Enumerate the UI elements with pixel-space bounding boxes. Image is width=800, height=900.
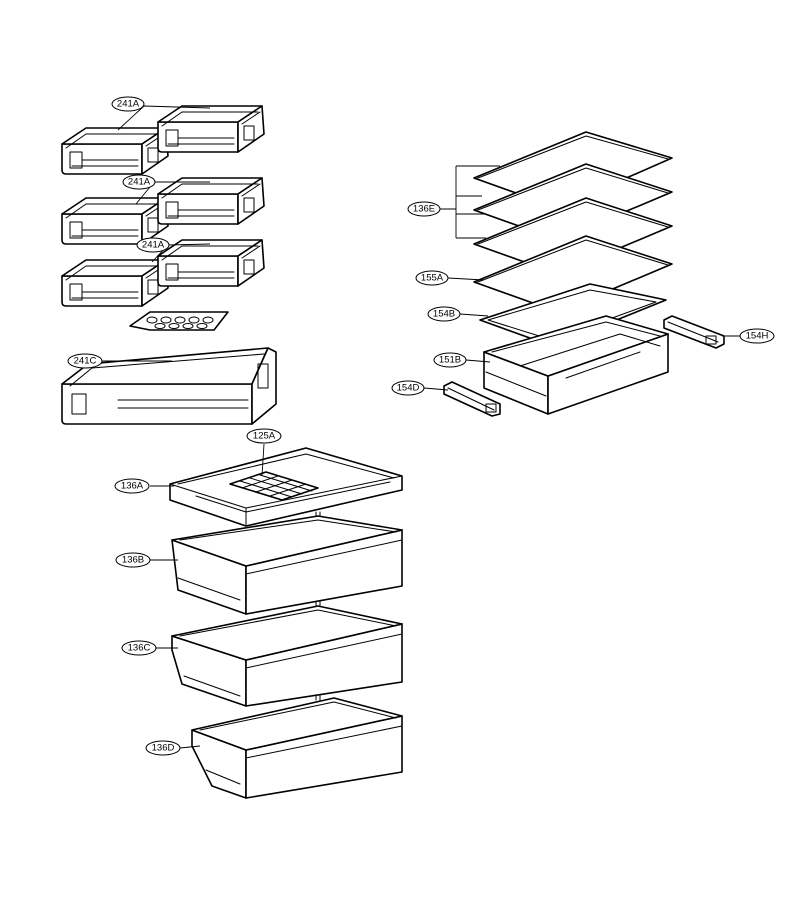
callout-154d: 154D bbox=[391, 380, 425, 396]
callout-151b-label: 151B bbox=[439, 355, 461, 366]
drawer-rail-right bbox=[663, 315, 725, 349]
callout-154b-label: 154B bbox=[433, 309, 455, 320]
crisper-cover bbox=[479, 283, 667, 347]
callout-136e: 136E bbox=[407, 201, 441, 217]
callout-241a-3: 241A bbox=[136, 237, 170, 253]
drawer-c bbox=[171, 605, 403, 707]
callout-154h: 154H bbox=[739, 328, 775, 344]
callout-125a-label: 125A bbox=[253, 431, 276, 442]
glass-shelf-4 bbox=[473, 235, 673, 313]
callout-151b: 151B bbox=[433, 352, 467, 368]
callout-241a-1: 241A bbox=[111, 96, 145, 112]
ice-tray bbox=[229, 471, 319, 501]
callout-154h-label: 154H bbox=[746, 331, 769, 342]
callout-125a: 125A bbox=[246, 428, 282, 444]
callout-241a-1-label: 241A bbox=[117, 99, 140, 110]
callout-136c-label: 136C bbox=[128, 643, 151, 654]
door-bin-pair-1 bbox=[61, 105, 265, 175]
callout-136a-label: 136A bbox=[121, 481, 144, 492]
drawer-rail-left bbox=[443, 381, 501, 417]
callout-136b-label: 136B bbox=[122, 555, 144, 566]
callout-155a-label: 155A bbox=[421, 273, 444, 284]
egg-tray bbox=[129, 311, 229, 331]
callout-241c-label: 241C bbox=[74, 356, 97, 367]
callout-136a: 136A bbox=[114, 478, 150, 494]
callout-241a-3-label: 241A bbox=[142, 240, 165, 251]
callout-241a-2-label: 241A bbox=[128, 177, 151, 188]
callout-241a-2: 241A bbox=[122, 174, 156, 190]
crisper-drawer bbox=[483, 315, 669, 415]
door-bin-large bbox=[61, 347, 277, 425]
door-bin-pair-2 bbox=[61, 177, 265, 245]
drawer-d bbox=[191, 697, 403, 799]
callout-136e-label: 136E bbox=[413, 204, 435, 215]
callout-154b: 154B bbox=[427, 306, 461, 322]
callout-136d-label: 136D bbox=[152, 743, 175, 754]
callout-136b: 136B bbox=[115, 552, 151, 568]
callout-154d-label: 154D bbox=[397, 383, 420, 394]
drawer-b bbox=[171, 515, 403, 615]
callout-136d: 136D bbox=[145, 740, 181, 756]
callout-136c: 136C bbox=[121, 640, 157, 656]
callout-155a: 155A bbox=[415, 270, 449, 286]
leader-lines bbox=[102, 105, 740, 749]
callout-241c: 241C bbox=[67, 353, 103, 369]
